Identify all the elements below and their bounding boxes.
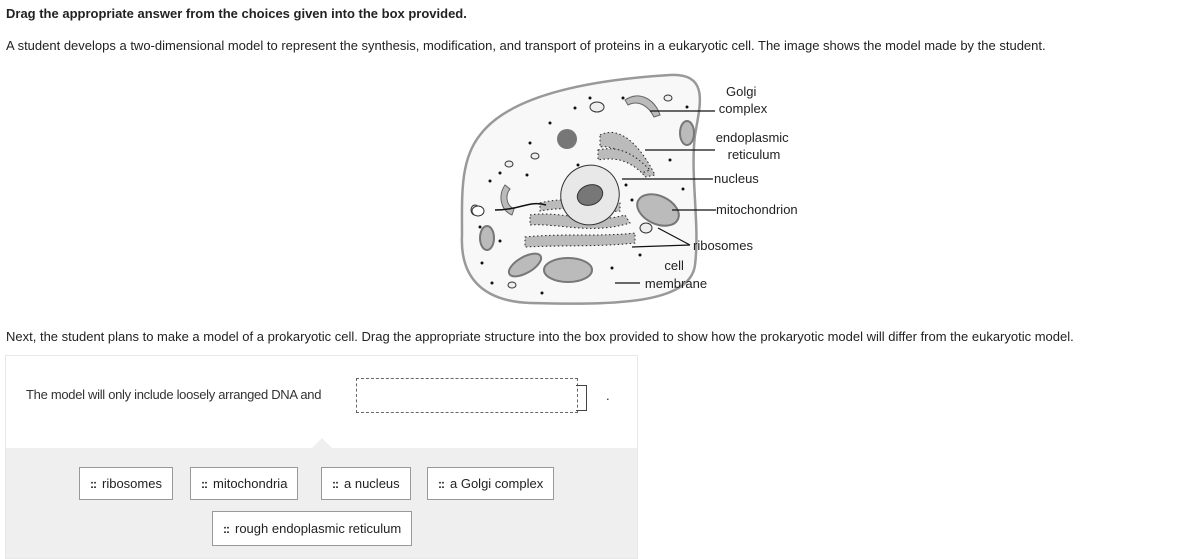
drag-grip-icon: :: (90, 476, 97, 491)
drag-grip-icon: :: (223, 521, 230, 536)
choice-label: a Golgi complex (450, 476, 544, 491)
choice-label: ribosomes (102, 476, 162, 491)
drop-box-edge (576, 385, 587, 411)
label-golgi-complex: Golgi complex (719, 84, 768, 116)
golgi-shapes (500, 95, 661, 216)
drag-drop-panel: The model will only include loosely arra… (5, 355, 638, 559)
drag-grip-icon: :: (201, 476, 208, 491)
sentence-period: . (606, 388, 610, 403)
label-mitochondrion: mitochondrion (716, 202, 798, 217)
choices-area: ::ribosomes ::mitochondria ::a nucleus :… (6, 438, 637, 558)
choice-rough-endoplasmic-reticulum[interactable]: ::rough endoplasmic reticulum (212, 511, 413, 546)
drag-grip-icon: :: (332, 476, 339, 491)
answer-area: The model will only include loosely arra… (6, 356, 637, 448)
choice-ribosomes[interactable]: ::ribosomes (79, 467, 173, 500)
label-ribosomes: ribosomes (693, 238, 753, 253)
label-cell-membrane: cell membrane (645, 258, 707, 291)
instruction-text: Drag the appropriate answer from the cho… (6, 6, 467, 21)
pointer-notch (312, 438, 332, 448)
question-prompt: Next, the student plans to make a model … (6, 329, 1074, 344)
question-intro: A student develops a two-dimensional mod… (6, 38, 1046, 53)
choice-a-golgi-complex[interactable]: ::a Golgi complex (427, 467, 555, 500)
choice-label: mitochondria (213, 476, 288, 491)
drag-grip-icon: :: (438, 476, 445, 491)
choice-mitochondria[interactable]: ::mitochondria (190, 467, 299, 500)
choice-a-nucleus[interactable]: ::a nucleus (321, 467, 411, 500)
choice-label: rough endoplasmic reticulum (235, 521, 402, 536)
choice-label: a nucleus (344, 476, 400, 491)
label-nucleus: nucleus (714, 171, 759, 186)
label-endoplasmic-reticulum: endoplasmic reticulum (716, 130, 793, 162)
answer-sentence: The model will only include loosely arra… (26, 387, 322, 402)
answer-drop-box[interactable] (356, 378, 578, 413)
eukaryotic-cell-diagram: Golgi complex endoplasmic reticulum nucl… (460, 73, 798, 305)
mitochondria-shapes (479, 120, 695, 283)
